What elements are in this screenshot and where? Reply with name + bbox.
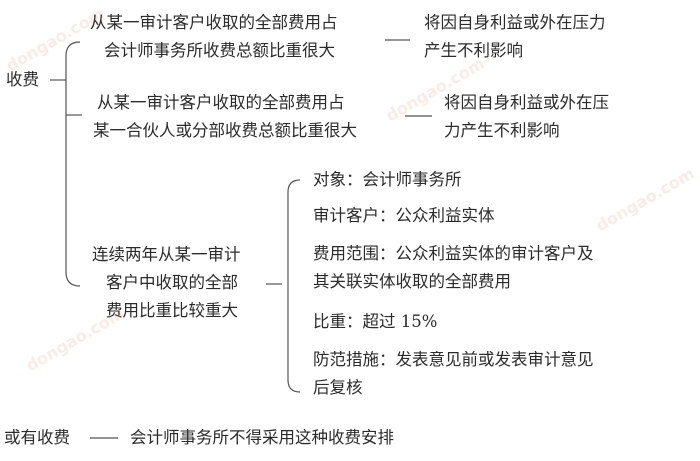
branch2-result1: 将因自身利益或外在压 — [444, 93, 609, 112]
root-label: 收费 — [6, 70, 39, 89]
branch1-line1: 从某一审计客户收取的全部费用占 — [90, 13, 338, 32]
branch3-line3: 费用比重比较重大 — [106, 301, 238, 320]
detail-measures-line1: 防范措施：发表意见前或发表审计意见 — [313, 350, 594, 369]
branch3-line2: 客户中收取的全部 — [106, 273, 238, 292]
detail-ratio: 比重：超过 15% — [313, 312, 438, 331]
detail-measures-line2: 后复核 — [313, 378, 363, 397]
detail-scope-line1: 费用范围：公众利益实体的审计客户及 — [313, 244, 594, 263]
branch1-result2: 产生不利影响 — [424, 41, 523, 60]
branch2-line2: 某一合伙人或分部收费总额比重很大 — [93, 121, 357, 140]
branch3-line1: 连续两年从某一审计 — [92, 245, 241, 264]
detail-scope-line2: 其关联实体收取的全部费用 — [313, 272, 511, 291]
branch2-line1: 从某一审计客户收取的全部费用占 — [97, 93, 345, 112]
detail-object: 对象：会计师事务所 — [313, 170, 462, 189]
branch1-result1: 将因自身利益或外在压力 — [424, 13, 606, 32]
branch2-result2: 力产生不利影响 — [444, 121, 560, 140]
branch1-line2: 会计师事务所收费总额比重很大 — [104, 41, 335, 60]
detail-client: 审计客户：公众利益实体 — [313, 206, 495, 225]
contingent-fee-label: 或有收费 — [4, 428, 70, 447]
contingent-fee-text: 会计师事务所不得采用这种收费安排 — [130, 428, 394, 447]
